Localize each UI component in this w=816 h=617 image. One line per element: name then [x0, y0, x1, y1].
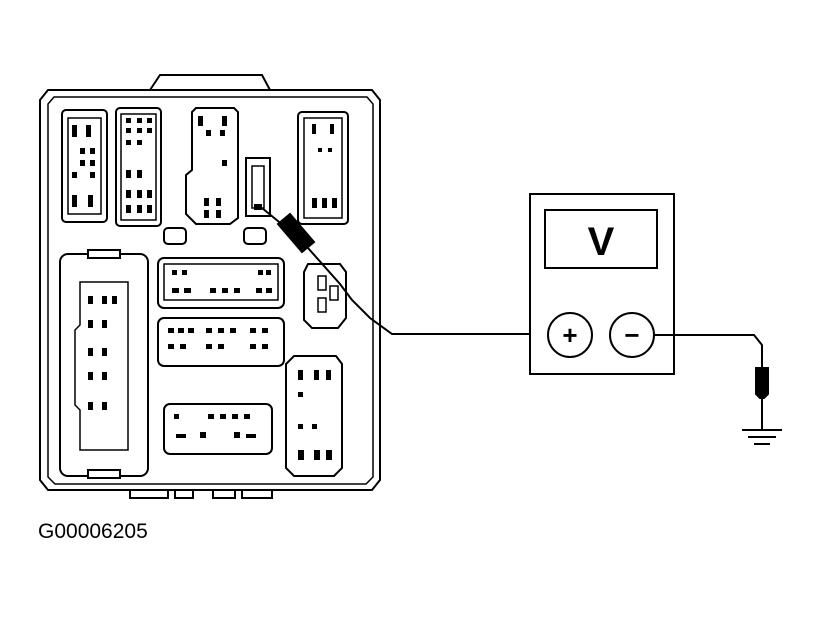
ground-lead — [654, 334, 782, 445]
connector-mid-top — [157, 257, 285, 309]
connector-large-left — [59, 249, 149, 479]
relay-right — [303, 263, 347, 329]
connector-mid-second — [157, 317, 285, 367]
connector-top-middle — [185, 107, 239, 225]
connector-top-right — [297, 111, 349, 225]
meter-display — [544, 209, 658, 269]
small-relay-right — [243, 227, 267, 245]
positive-terminal — [547, 312, 593, 358]
fuse-slot — [245, 157, 271, 217]
connector-bottom-right — [285, 355, 343, 477]
figure-id-label: G00006205 — [38, 520, 148, 543]
connector-top-left — [61, 109, 108, 223]
fuse-box-module — [39, 74, 381, 499]
meter-display-text: V — [588, 220, 615, 264]
voltmeter: V + − — [529, 193, 675, 375]
connector-top-second — [115, 107, 162, 227]
test-probe — [261, 207, 548, 335]
positive-terminal-symbol: + — [562, 320, 577, 350]
small-relay-left — [163, 227, 187, 245]
negative-terminal-symbol: − — [624, 320, 639, 350]
ground-symbol — [742, 429, 782, 445]
connector-bottom-middle — [163, 403, 273, 455]
